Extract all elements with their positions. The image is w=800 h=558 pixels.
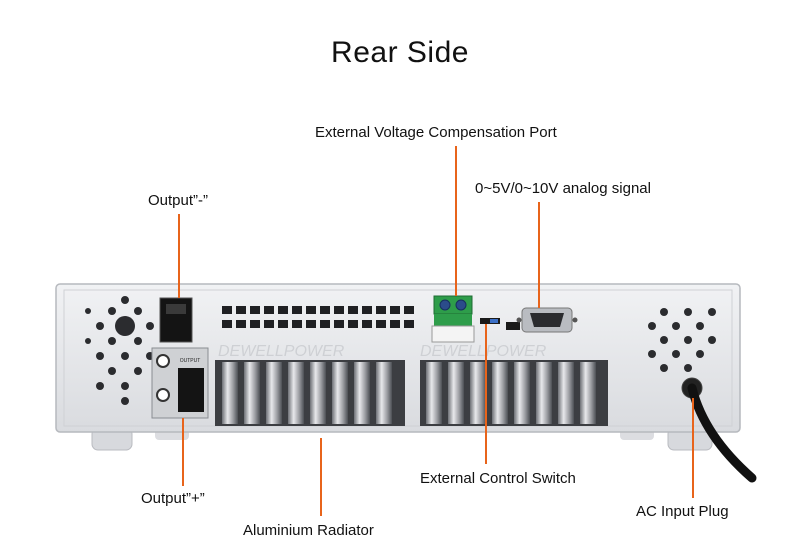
external-control-switch xyxy=(480,318,500,324)
callout-line-ac-plug xyxy=(692,398,694,498)
voltage-compensation-terminal xyxy=(431,295,475,343)
label-analog-signal: 0~5V/0~10V analog signal xyxy=(475,180,651,197)
page-title: Rear Side xyxy=(331,36,469,69)
label-ac-input-plug: AC Input Plug xyxy=(636,503,729,520)
output-plus-panel: OUTPUT xyxy=(151,347,209,419)
analog-signal-port xyxy=(506,307,578,333)
callout-line-output-minus xyxy=(178,214,180,298)
callout-line-output-plus xyxy=(182,418,184,486)
label-radiator: Aluminium Radiator xyxy=(243,522,374,539)
watermark-left: DEWELLPOWER xyxy=(218,343,345,360)
label-ext-voltage-port: External Voltage Compensation Port xyxy=(315,124,557,141)
output-minus-terminal xyxy=(159,297,193,343)
vent-slots xyxy=(222,306,414,328)
aluminium-radiator xyxy=(215,360,608,426)
label-ext-control-switch: External Control Switch xyxy=(420,470,576,487)
callout-line-radiator xyxy=(320,438,322,516)
callout-line-voltage-port xyxy=(455,146,457,296)
right-fan-grille xyxy=(648,308,716,372)
ac-input-plug xyxy=(681,377,757,483)
label-output-plus: Output”+” xyxy=(141,490,205,507)
callout-line-analog xyxy=(538,202,540,308)
left-fan-grille xyxy=(85,296,154,405)
output-panel-text: OUTPUT xyxy=(180,358,201,364)
label-output-minus: Output”-” xyxy=(148,192,209,209)
callout-line-control-switch xyxy=(485,324,487,464)
watermark-right: DEWELLPOWER xyxy=(420,343,547,360)
